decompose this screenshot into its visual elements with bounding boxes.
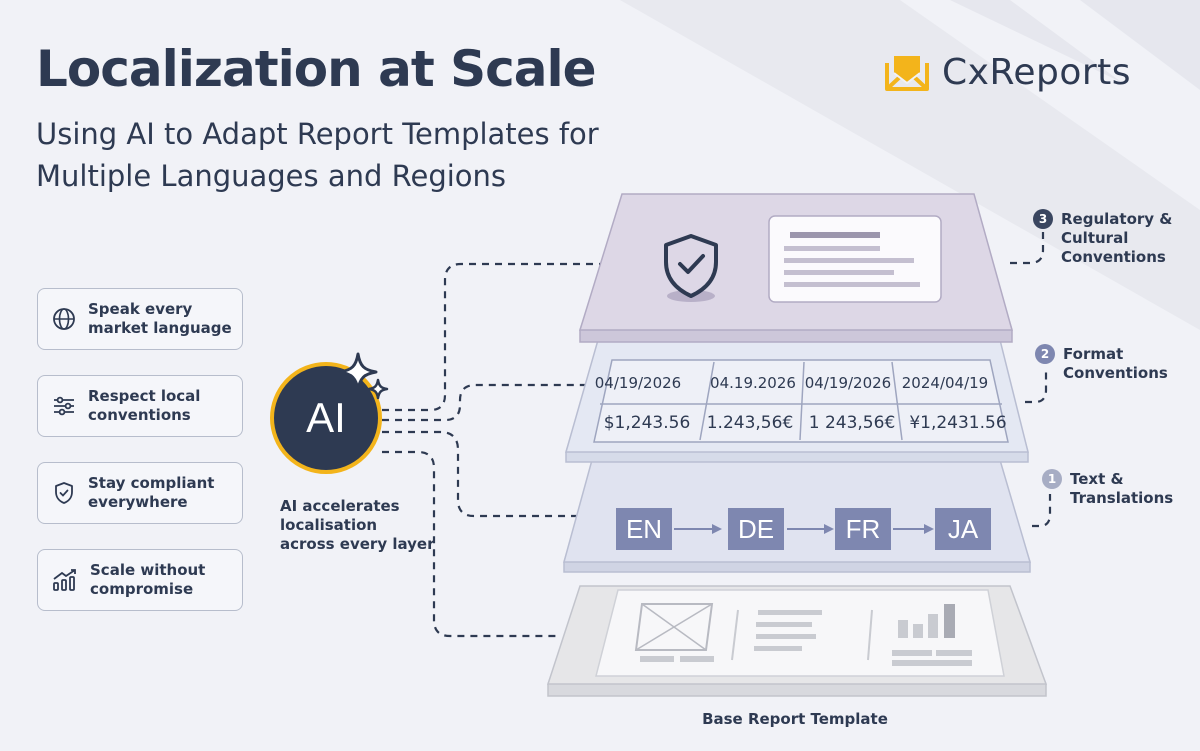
layer-label-text: Format Conventions [1063,345,1168,382]
feature-label: Stay compliant everywhere [88,474,215,511]
shield-check-icon [55,482,73,504]
date-format-us: 04/19/2026 [594,374,682,392]
regulatory-layer [578,193,1013,343]
currency-format-de: 1.243,56€ [706,413,794,433]
feature-card-scale: Scale without compromise [37,549,243,611]
date-format-ja: 2024/04/19 [901,374,989,392]
layer-label-text: Text & Translations [1070,470,1174,507]
feature-card-language: Speak every market language [37,288,243,350]
date-format-fr: 04/19/2026 [804,374,892,392]
feature-card-compliant: Stay compliant everywhere [37,462,243,524]
base-template-layer [546,585,1048,697]
growth-chart-icon [53,569,76,591]
feature-card-conventions: Respect local conventions [37,375,243,437]
layer-label-3: 3 Regulatory & Cultural Conventions [1033,209,1173,267]
feature-label: Respect local conventions [88,387,201,424]
sliders-icon [54,396,74,416]
sparkle-icon [338,352,389,400]
layer-label-1: 1 Text & Translations [1042,469,1174,508]
layer-label-2: 2 Format Conventions [1035,344,1168,383]
ai-badge: AI [270,362,382,474]
text-translations-layer [563,459,1032,573]
currency-format-ja: ¥1,2431.56 [909,413,1007,433]
date-format-de: 04.19.2026 [710,374,796,392]
layer-number-badge: 2 [1035,344,1055,364]
page-title: Localization at Scale [36,40,597,98]
layer-number-badge: 3 [1033,209,1053,229]
base-template-caption: Base Report Template [702,710,888,728]
language-chip-de: DE [728,508,784,550]
page-subtitle: Using AI to Adapt Report Templates for M… [36,117,599,193]
currency-format-fr: 1 243,56€ [808,413,896,433]
brand: CxReports [884,52,1131,93]
connector-lines [382,230,1052,638]
language-chip-en: EN [616,508,672,550]
language-chip-ja: JA [935,508,991,550]
ai-caption: AI accelerates localisation across every… [280,497,435,553]
ai-badge-label: AI [306,394,346,441]
envelope-logo-icon [885,55,929,91]
layer-number-badge: 1 [1042,469,1062,489]
layer-label-text: Regulatory & Cultural Conventions [1061,210,1173,266]
brand-name: CxReports [942,52,1132,93]
feature-label: Speak every market language [88,300,232,337]
format-conventions-layer [565,339,1029,463]
feature-label: Scale without compromise [90,561,206,598]
globe-icon [53,308,75,330]
language-chip-fr: FR [835,508,891,550]
currency-format-us: $1,243.56 [603,413,691,433]
